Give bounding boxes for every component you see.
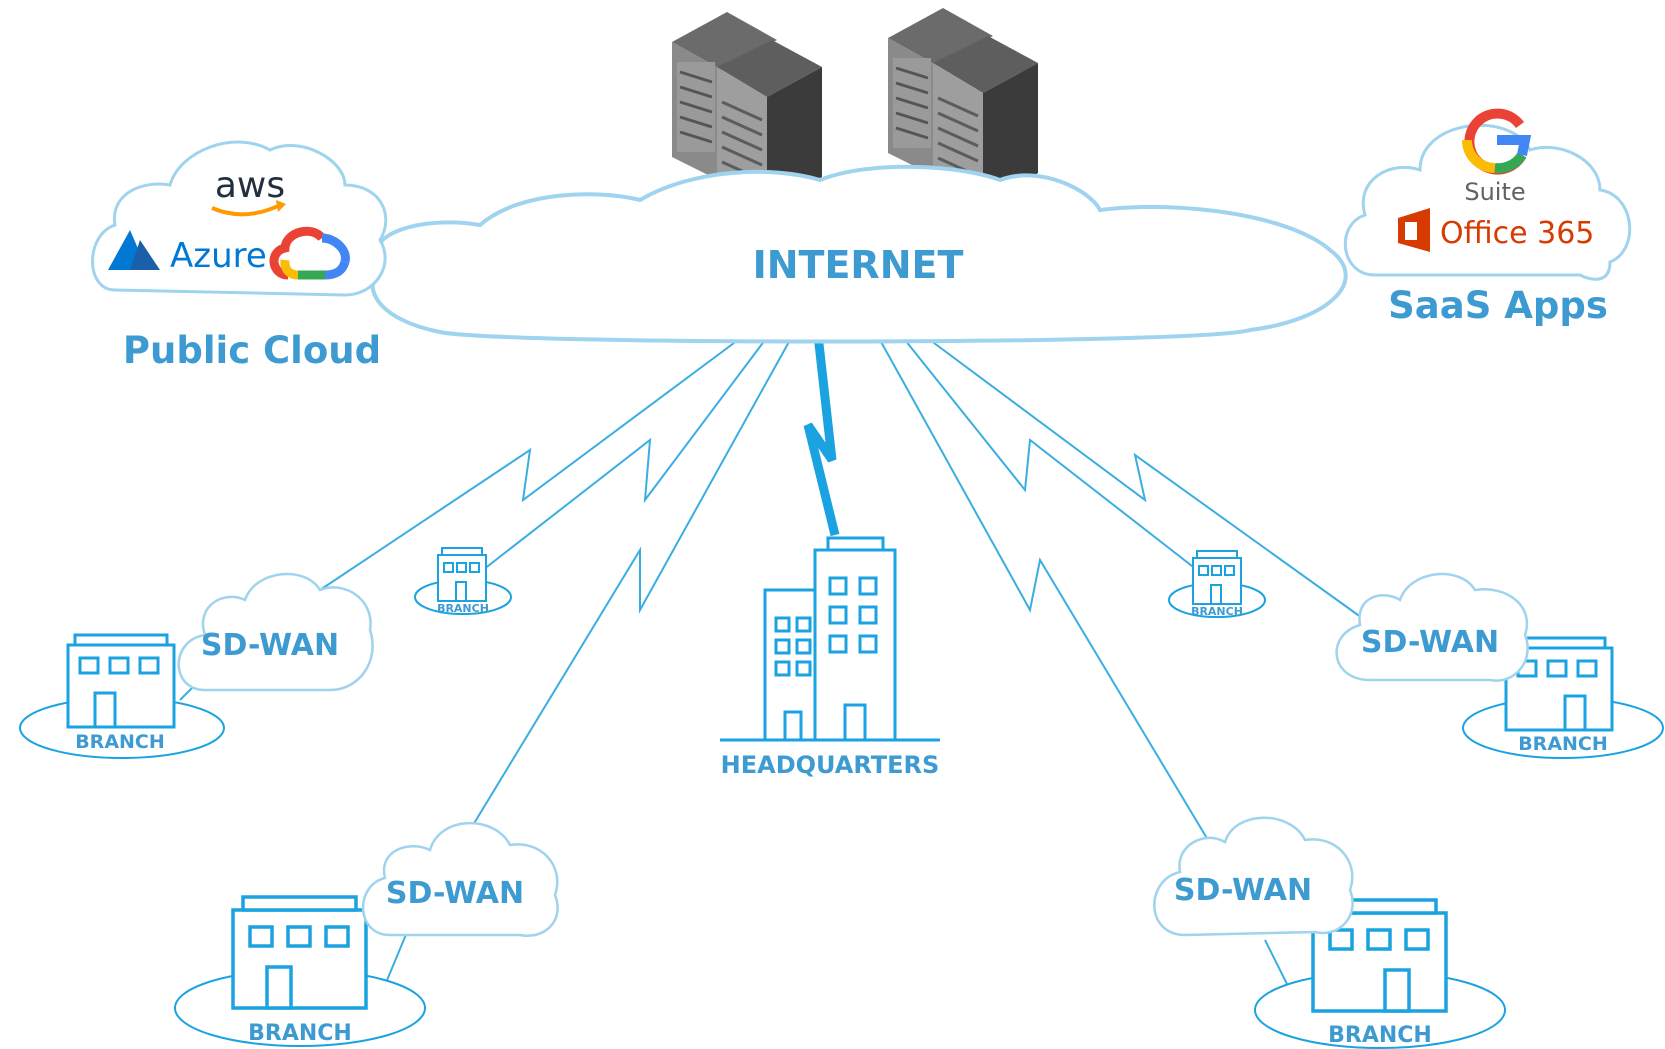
sdwan-cloud-bottom-right: SD-WAN	[1153, 816, 1354, 937]
azure-logo: Azure	[108, 230, 267, 276]
internet-cloud: INTERNET	[370, 164, 1348, 344]
link-right-small	[904, 339, 1211, 581]
office-logo-icon	[1398, 208, 1430, 252]
branch-small-left: BRANCH	[414, 547, 512, 615]
branch-far-right: BRANCH	[1462, 636, 1664, 759]
branch-label: BRANCH	[248, 1021, 352, 1046]
office-365-label: Office 365	[1440, 216, 1594, 251]
headquarters-label: HEADQUARTERS	[721, 751, 940, 779]
branch-label: BRANCH	[1191, 605, 1243, 618]
link-bottom-left	[469, 339, 791, 831]
sdwan-label: SD-WAN	[386, 876, 524, 911]
branch-label: BRANCH	[1328, 1023, 1432, 1048]
branch-far-left: BRANCH	[19, 633, 225, 759]
branch-label: BRANCH	[1518, 733, 1608, 755]
connection-lines	[179, 339, 1366, 991]
google-g-icon	[1462, 108, 1532, 175]
headquarters-building	[720, 536, 940, 742]
sdwan-cloud-far-right: SD-WAN	[1335, 572, 1529, 682]
sdwan-cloud-far-left: SD-WAN	[177, 572, 374, 692]
public-cloud-group: aws Azure Public Cloud	[91, 140, 388, 372]
saas-apps-label: SaaS Apps	[1388, 284, 1608, 327]
branch-small-right: BRANCH	[1168, 550, 1266, 618]
aws-smile-icon	[211, 203, 281, 217]
svg-text:Azure: Azure	[170, 236, 267, 276]
public-cloud-label: Public Cloud	[123, 329, 381, 372]
internet-label: INTERNET	[753, 243, 964, 287]
saas-apps-group: Suite Office 365 SaaS Apps	[1343, 108, 1632, 327]
branch-bottom-left: BRANCH	[174, 895, 426, 1047]
server-rack-icon	[672, 8, 1038, 207]
link-bottom-right	[879, 339, 1221, 861]
aws-logo: aws	[215, 165, 285, 206]
branch-label: BRANCH	[75, 731, 165, 753]
link-tail-br	[1264, 939, 1291, 991]
sdwan-cloud-bottom-left: SD-WAN	[361, 821, 559, 938]
sdwan-label: SD-WAN	[201, 628, 339, 663]
sdwan-label: SD-WAN	[1361, 625, 1499, 660]
google-cloud-icon	[269, 226, 350, 280]
link-far-right	[929, 339, 1366, 621]
sdwan-label: SD-WAN	[1174, 873, 1312, 908]
link-far-left	[304, 339, 739, 601]
link-left-small	[469, 339, 766, 581]
branch-label: BRANCH	[437, 602, 489, 615]
suite-label: Suite	[1464, 178, 1525, 206]
hq-lightning-link	[803, 334, 840, 537]
